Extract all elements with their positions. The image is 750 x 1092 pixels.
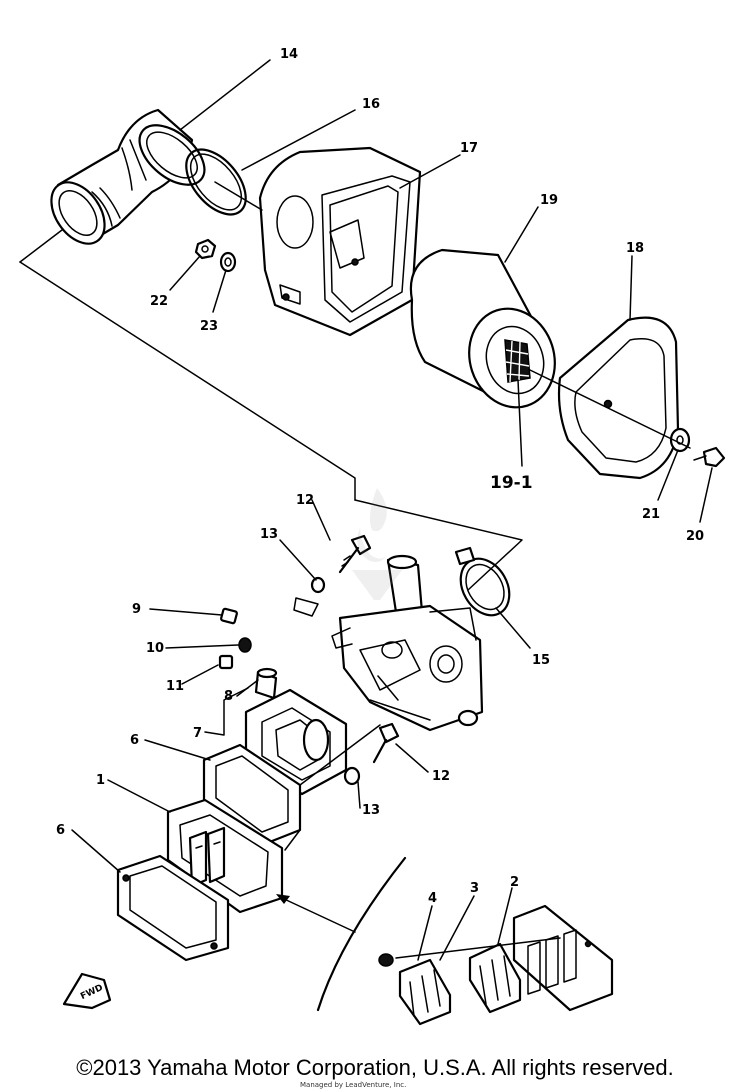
alignment-line <box>299 724 381 786</box>
bolt-part-12-upper <box>338 534 372 574</box>
o-ring-part-16 <box>185 148 247 216</box>
alignment-line <box>354 499 523 591</box>
nut-part-22 <box>194 238 217 260</box>
leader-lines <box>71 59 713 961</box>
callout-11: 11 <box>166 679 184 694</box>
screw-part-4 <box>378 953 394 967</box>
air-cleaner-case-part-17 <box>258 146 422 337</box>
alignment-line <box>19 229 63 263</box>
callout-14: 14 <box>280 47 298 62</box>
leadventure-watermark-logo <box>352 488 402 600</box>
callout-13-lower: 13 <box>362 803 380 818</box>
leadventure-credit: Managed by LeadVenture, Inc. <box>300 1081 407 1089</box>
copyright-notice: ©2013 Yamaha Motor Corporation, U.S.A. A… <box>76 1055 674 1080</box>
detail-separator-curve <box>316 856 407 1012</box>
alignment-line <box>214 181 263 211</box>
callout-7: 7 <box>193 726 202 741</box>
callout-16: 16 <box>362 97 380 112</box>
cap-part-10 <box>238 637 252 653</box>
callout-22: 22 <box>150 294 168 309</box>
washer-part-13-upper <box>310 576 326 594</box>
intake-elbow-part-14 <box>50 108 206 245</box>
alignment-line <box>529 369 691 449</box>
callout-1: 1 <box>96 773 105 788</box>
alignment-line <box>19 261 356 501</box>
air-filter-element-part-19 <box>409 248 556 409</box>
bolt-part-20 <box>693 446 726 468</box>
washer-part-13-lower <box>343 766 361 786</box>
callout-13-upper: 13 <box>260 527 278 542</box>
callout-19: 19 <box>540 193 558 208</box>
reed-petal-part-3 <box>468 942 522 1014</box>
callout-4: 4 <box>428 891 437 906</box>
air-cleaner-cover-part-18 <box>557 316 680 480</box>
fitting-part-11 <box>218 654 234 670</box>
forward-direction-marker: FWD <box>62 972 112 1010</box>
alignment-line <box>395 937 561 959</box>
reed-stopper-part-2 <box>512 904 614 1012</box>
hose-clamp-part-15 <box>454 546 511 617</box>
bolt-part-12-lower <box>372 722 400 764</box>
callout-21: 21 <box>642 507 660 522</box>
bracket <box>293 597 319 617</box>
callout-12-upper: 12 <box>296 493 314 508</box>
plug-part-9 <box>220 607 238 625</box>
carburetor-body <box>331 554 484 732</box>
washer-part-23 <box>219 251 237 273</box>
callout-6-upper: 6 <box>130 733 139 748</box>
callout-9: 9 <box>132 602 141 617</box>
detail-arrow-head <box>276 894 290 904</box>
filter-mesh-part-19-1 <box>504 339 531 383</box>
callout-2: 2 <box>510 875 519 890</box>
pipe-part-8 <box>254 667 278 700</box>
callout-12-lower: 12 <box>432 769 450 784</box>
alignment-line <box>284 829 301 851</box>
callout-6-lower: 6 <box>56 823 65 838</box>
callout-3: 3 <box>470 881 479 896</box>
callout-18: 18 <box>626 241 644 256</box>
exploded-parts-diagram: FWD 14 16 17 19 18 22 23 19-1 21 <box>19 47 726 1026</box>
callout-15: 15 <box>532 653 550 668</box>
callout-19-1: 19-1 <box>490 473 533 493</box>
callout-8: 8 <box>224 689 233 704</box>
reed-petal-part-4-group <box>398 958 452 1026</box>
callout-17: 17 <box>460 141 478 156</box>
callout-20: 20 <box>686 529 704 544</box>
callout-23: 23 <box>200 319 218 334</box>
gasket-part-6-lower <box>116 854 230 962</box>
detail-arrow <box>281 897 356 933</box>
callout-10: 10 <box>146 641 164 656</box>
